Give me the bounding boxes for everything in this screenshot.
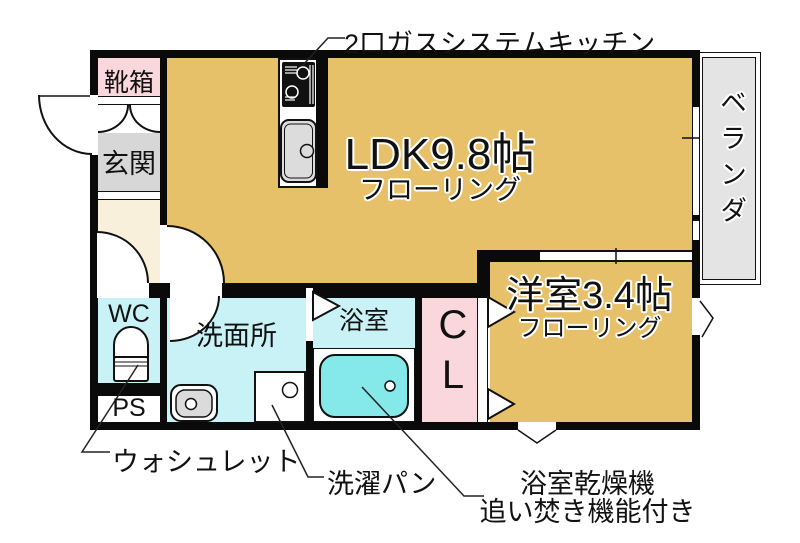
room-western [490,262,692,422]
wall-western-stub [477,250,490,298]
room-ldk [167,58,692,250]
entrance-threshold [98,191,160,200]
bathroom-door-opening [306,288,313,341]
bathtub-surround [313,348,415,422]
wall-top [90,50,700,58]
veranda-floor [702,57,756,280]
room-shoe-box [98,58,160,96]
window-chevron-bottom [517,429,557,444]
wc-door-opening [97,283,149,298]
western-room-label: 洋室3.4帖 [506,275,673,317]
ldk-label: LDK9.8帖 [344,130,536,179]
room-entrance [98,133,160,191]
wall-hall-ldk-lower [160,283,167,422]
window-ldk-western [540,250,692,262]
washlet-label: ウォシュレット [112,447,301,477]
closet-door-strip [477,298,488,422]
wall-hall-ldk-upper [160,58,167,225]
pipe-space-label: PS [112,394,146,422]
window-veranda [692,107,700,240]
kitchen-note-label: 2口ガスシステムキッチン [344,29,656,59]
wall-left [90,50,98,430]
window-western-right [692,298,700,335]
shoe-box-label: 靴箱 [103,69,154,97]
wall-bath-closet [415,298,422,422]
bath-dryer-label-line1: 浴室乾燥機 [520,469,655,499]
entrance-door-opening [90,95,98,155]
ldk-floor-label: フローリング [359,175,521,205]
laundry-pan-label: 洗濯パン [327,469,437,499]
ldk-door-opening [160,225,167,283]
wall-right [692,50,700,430]
washroom-label: 洗面所 [196,321,277,351]
veranda-label: ベランダ [716,88,746,232]
wall-wash-bath [306,341,313,422]
washroom-door-opening [170,283,222,298]
window-western-bottom [518,422,556,430]
entrance-label: 玄関 [102,149,156,179]
entrance-door-arc [38,95,92,155]
bath-dryer-label-line2: 追い焚き機能付き [479,497,696,527]
wall-western-top [477,250,540,262]
western-room-floor-label: フローリング [517,315,662,342]
wc-label: WC [108,300,150,328]
window-chevron-right [699,300,714,338]
wall-kitchen-stub [316,58,328,188]
wall-bottom [90,422,700,430]
bathroom-label: 浴室 [338,307,389,335]
window-veranda-divider [692,215,700,221]
closet-label: CL [431,303,475,403]
